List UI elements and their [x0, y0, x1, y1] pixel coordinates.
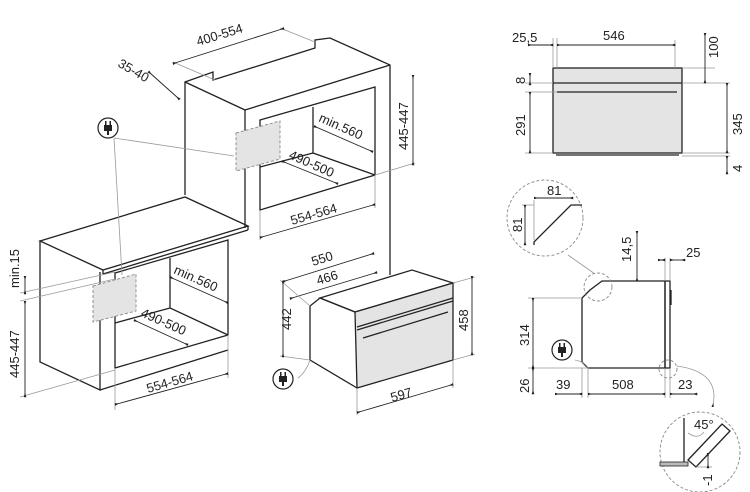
plug-icon	[272, 368, 294, 390]
dim-tall-opening: 490-500	[287, 147, 337, 180]
base-cabinet	[38, 196, 250, 392]
dim-25-5: 25,5	[512, 30, 537, 45]
dim-26: 26	[517, 379, 532, 393]
dim-35-40: 35-40	[116, 56, 152, 86]
dim-466: 466	[314, 267, 339, 288]
dim-81-h: 81	[510, 218, 525, 232]
dim-39: 39	[556, 377, 570, 392]
side-dimensions: 14,5 25 314 26 39 508 23	[517, 230, 700, 398]
dim-81-w: 81	[547, 183, 561, 198]
plug-icon	[97, 117, 119, 139]
dim-442: 442	[279, 308, 294, 330]
dim-tall-height: 445-447	[396, 102, 411, 150]
dim-597: 597	[389, 384, 414, 404]
dim-25: 25	[686, 245, 700, 260]
oven-isometric	[272, 269, 456, 390]
oven-side-view	[551, 254, 715, 408]
door-detail: 45° -1	[659, 411, 741, 492]
socket-callout	[97, 117, 235, 276]
dim-291: 291	[513, 114, 528, 136]
dim-14-5: 14,5	[619, 237, 634, 262]
dim-45-deg: 45°	[694, 417, 714, 432]
dim-minus-1: -1	[700, 474, 715, 486]
dim-4: 4	[730, 165, 745, 172]
chamfer-detail: 81 81	[506, 179, 584, 257]
oven-front-view: 25,5 546 100 345 4 8 291	[512, 28, 745, 175]
dim-23: 23	[678, 377, 692, 392]
dim-508: 508	[612, 377, 634, 392]
dim-400-554: 400-554	[194, 21, 244, 49]
dim-314: 314	[517, 324, 532, 346]
dim-345: 345	[730, 113, 745, 135]
dim-tall-width: 554-564	[289, 200, 339, 228]
dim-min-15: min.15	[7, 249, 22, 288]
dim-550: 550	[309, 248, 334, 269]
dim-458: 458	[456, 309, 471, 331]
dim-base-depth: min.560	[172, 262, 220, 295]
dim-100: 100	[706, 36, 721, 58]
socket-zone	[235, 120, 281, 172]
socket-zone	[92, 273, 137, 323]
dim-base-height: 445-447	[7, 330, 22, 378]
plug-icon	[551, 339, 573, 361]
oven-dimensions: 550 466 442 458 597	[279, 248, 476, 415]
dim-546: 546	[603, 28, 625, 43]
dim-8: 8	[513, 77, 528, 84]
dim-base-width: 554-564	[145, 368, 195, 396]
